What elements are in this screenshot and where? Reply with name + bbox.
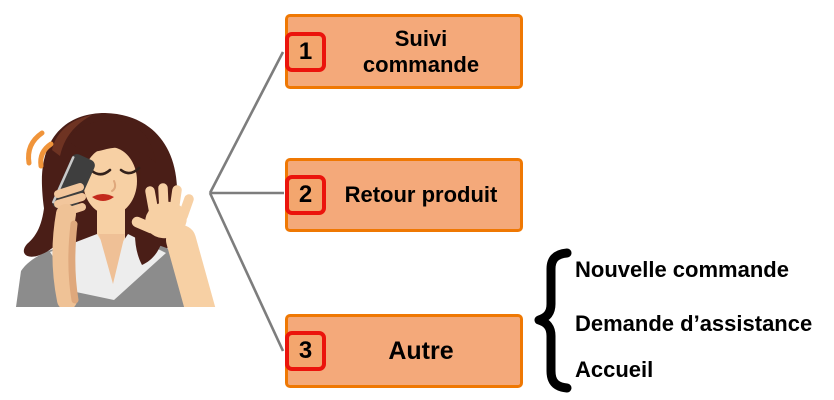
woman-on-phone-illustration: [16, 113, 216, 307]
option-number-badge: 2: [285, 175, 326, 215]
sound-waves-icon: [26, 130, 54, 169]
connector-line-1: [208, 51, 285, 194]
option-number: 1: [298, 37, 313, 65]
option-label: Retour produit: [344, 182, 498, 208]
menu-option-2: 2 Retour produit: [285, 158, 523, 232]
sub-option-label: Nouvelle commande: [575, 257, 789, 282]
left-forearm-shade: [68, 220, 79, 304]
option-number-badge: 1: [285, 31, 326, 72]
menu-option-3: 3 Autre: [285, 314, 523, 388]
option-number: 2: [298, 181, 313, 208]
left-forearm: [52, 204, 77, 307]
option-number: 3: [298, 337, 313, 364]
hair-fringe: [68, 120, 156, 163]
option-label: Suivi commande: [362, 26, 480, 77]
sub-option-label: Demande d’assistance: [575, 311, 813, 336]
closed-eyes: [90, 166, 141, 176]
nose: [111, 180, 117, 192]
hair-highlight: [52, 115, 92, 156]
raised-hand: [131, 183, 216, 307]
chest: [99, 234, 125, 284]
lips: [92, 194, 114, 201]
connector-line-3: [208, 192, 285, 352]
option-label: Autre: [388, 336, 454, 365]
sub-option-label: Accueil: [575, 357, 654, 382]
curly-brace-icon: [534, 248, 572, 393]
menu-option-1: 1 Suivi commande: [285, 14, 523, 89]
option-number-badge: 3: [285, 331, 326, 371]
face: [83, 147, 137, 215]
